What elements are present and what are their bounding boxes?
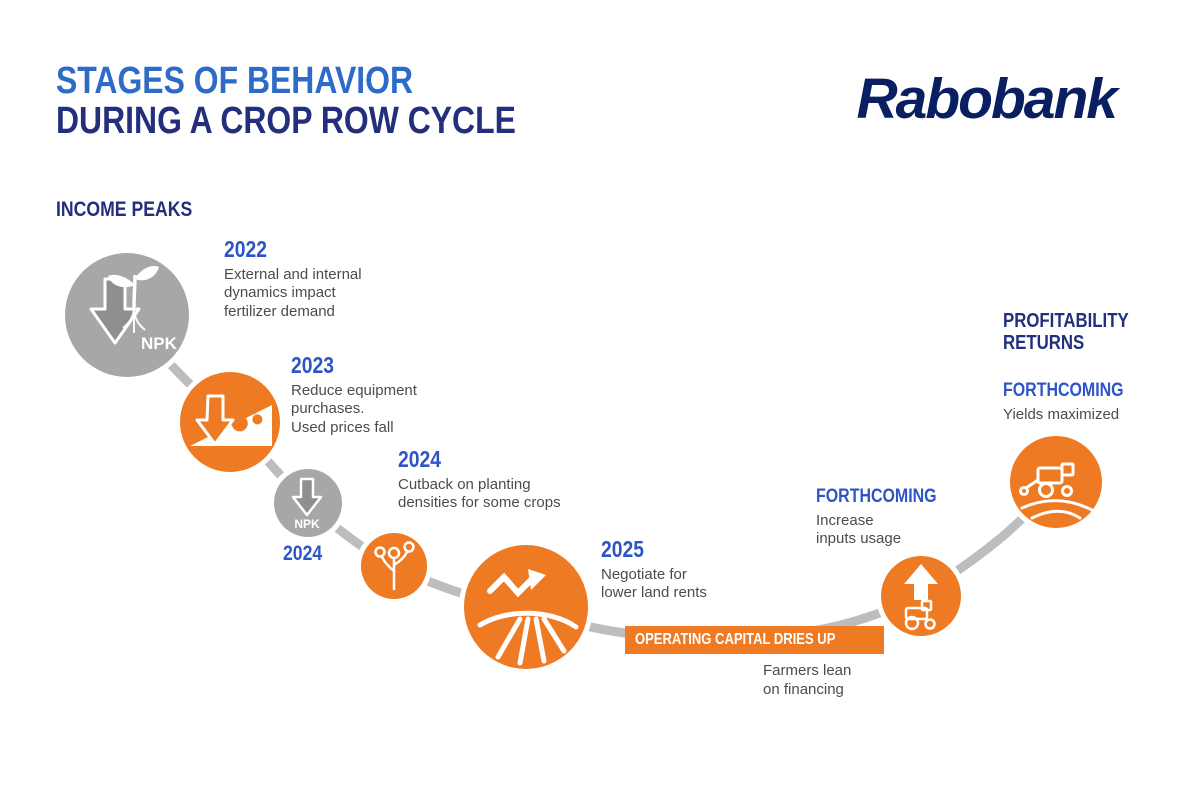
profitability-returns-label: PROFITABILITY RETURNS <box>1003 310 1129 354</box>
title-line-1: STAGES OF BEHAVIOR <box>56 60 414 102</box>
stage-2024-year: 2024 <box>398 446 441 472</box>
npk-down-small-icon: NPK <box>291 477 323 531</box>
stage-node-2023 <box>180 372 280 472</box>
forthcoming-inputs-label: FORTHCOMING <box>816 486 937 507</box>
rabobank-logo: Rabobank <box>856 67 1118 131</box>
stage-2023-description: Reduce equipment purchases. Used prices … <box>291 382 417 436</box>
forthcoming-inputs-text: FORTHCOMING Increase inputs usage <box>816 487 960 549</box>
title-line-2: DURING A CROP ROW CYCLE <box>56 99 516 142</box>
stage-node-inputs <box>881 556 961 636</box>
forthcoming-yields-label: FORTHCOMING <box>1003 380 1124 401</box>
stage-node-2025 <box>464 545 588 669</box>
npk-label: NPK <box>141 334 178 353</box>
stage-2022-description: External and internal dynamics impact fe… <box>224 266 362 320</box>
income-peaks-label: INCOME PEAKS <box>56 198 193 221</box>
forthcoming-yields-description: Yields maximized <box>1003 406 1120 423</box>
stage-2025-text: 2025 Negotiate for lower land rents <box>601 538 707 603</box>
seedling-icon <box>374 541 415 591</box>
tractor-up-icon <box>904 564 938 631</box>
stage-2022-text: 2022 External and internal dynamics impa… <box>224 238 362 321</box>
farmers-financing-note: Farmers lean on financing <box>763 662 852 698</box>
stage-node-2024: NPK <box>274 469 342 537</box>
stage-node-seedling <box>361 533 427 599</box>
stage-2025-description: Negotiate for lower land rents <box>601 566 707 602</box>
forthcoming-yields-text: FORTHCOMING Yields maximized <box>1003 381 1147 424</box>
stage-2024-text: 2024 Cutback on planting densities for s… <box>398 448 561 513</box>
stage-2023-text: 2023 Reduce equipment purchases. Used pr… <box>291 354 417 437</box>
stage-node-2022: NPK <box>65 253 189 377</box>
stage-2022-year: 2022 <box>224 236 267 262</box>
stage-2023-year: 2023 <box>291 352 334 378</box>
forthcoming-inputs-description: Increase inputs usage <box>816 512 902 548</box>
stage-2025-year: 2025 <box>601 536 644 562</box>
field-volatility-icon <box>477 569 579 666</box>
stage-2024-node-year: 2024 <box>283 542 323 565</box>
combine-harvester-icon <box>1019 462 1094 520</box>
stage-node-yields <box>1010 436 1102 528</box>
tractor-down-icon <box>190 394 272 446</box>
npk-fertilizer-down-icon: NPK <box>89 266 178 353</box>
operating-capital-banner: OPERATING CAPITAL DRIES UP <box>625 626 884 654</box>
npk-small-label: NPK <box>294 517 320 531</box>
page-title: STAGES OF BEHAVIOR DURING A CROP ROW CYC… <box>56 60 604 142</box>
operating-capital-banner-label: OPERATING CAPITAL DRIES UP <box>635 631 836 648</box>
stage-2024-description: Cutback on planting densities for some c… <box>398 476 561 512</box>
